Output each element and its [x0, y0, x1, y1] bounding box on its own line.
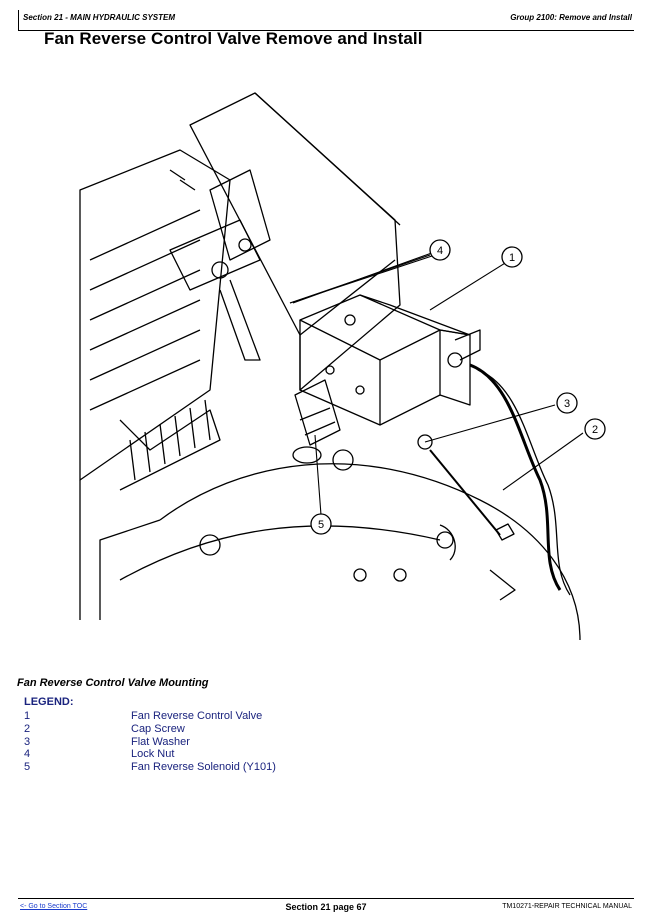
legend-item-description: Flat Washer	[131, 735, 190, 748]
callout-5-label: 5	[318, 519, 324, 531]
callout-4-label: 4	[437, 245, 443, 257]
legend-item-description: Fan Reverse Control Valve	[131, 710, 263, 722]
legend-item: 1 Fan Reverse Control Valve	[24, 710, 384, 723]
page-header: Section 21 - MAIN HYDRAULIC SYSTEM Group…	[18, 10, 634, 31]
legend-item: 2 Cap Screw	[24, 723, 384, 736]
callout-1-label: 1	[509, 252, 515, 264]
callout-2-label: 2	[592, 424, 598, 436]
page-title: Fan Reverse Control Valve Remove and Ins…	[44, 29, 423, 48]
legend-item-number: 5	[24, 761, 31, 774]
legend-item-number: 3	[24, 735, 31, 748]
legend-title: LEGEND:	[24, 696, 74, 708]
legend-list: 1 Fan Reverse Control Valve 2 Cap Screw …	[24, 710, 384, 774]
legend-item-description: Lock Nut	[131, 748, 175, 761]
section-toc-link[interactable]: <- Go to Section TOC	[20, 903, 88, 910]
legend-item-number: 2	[24, 722, 31, 735]
callout-3-label: 3	[564, 398, 570, 410]
callout-2: 2	[584, 418, 606, 440]
page-number: Section 21 page 67	[285, 902, 367, 912]
legend-item: 5 Fan Reverse Solenoid (Y101)	[24, 761, 384, 774]
legend-item-number: 4	[24, 748, 31, 761]
legend-item: 3 Flat Washer	[24, 736, 384, 749]
callout-1: 1	[501, 246, 523, 268]
header-section: Section 21 - MAIN HYDRAULIC SYSTEM	[23, 13, 176, 22]
header-group: Group 2100: Remove and Install	[510, 13, 632, 22]
legend-item-number: 1	[24, 710, 31, 722]
legend-item: 4 Lock Nut	[24, 748, 384, 761]
manual-name: TM10271-REPAIR TECHNICAL MANUAL	[502, 903, 632, 910]
callout-3: 3	[556, 392, 578, 414]
callout-5: 5	[310, 513, 332, 535]
callout-4: 4	[429, 239, 451, 261]
page-footer: <- Go to Section TOC Section 21 page 67 …	[18, 898, 634, 917]
legend-item-description: Cap Screw	[131, 722, 185, 735]
valve-mounting-illustration: 4 1 3 2 5	[79, 92, 606, 641]
legend-item-description: Fan Reverse Solenoid (Y101)	[131, 761, 276, 774]
figure-caption: Fan Reverse Control Valve Mounting	[17, 677, 209, 689]
